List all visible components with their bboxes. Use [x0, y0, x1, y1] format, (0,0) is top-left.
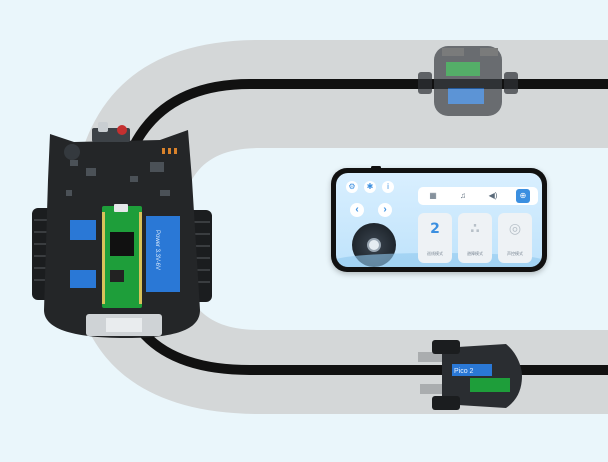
line-mode-icon: 2: [430, 221, 440, 237]
info-icon[interactable]: i: [382, 181, 394, 193]
mode-label: 巡线模式: [427, 251, 443, 256]
mode-card-voice[interactable]: ◎ 声控模式: [498, 213, 532, 263]
joystick-knob[interactable]: [367, 238, 381, 252]
app-screen: ⚙ ✱ i ‹ › ▦ ♫ ◀) ⊕ 2 巡线模式: [336, 173, 542, 267]
mode-label: 声控模式: [507, 251, 523, 256]
power-module: [146, 216, 180, 292]
track-surface: [70, 40, 608, 414]
tab-gamepad-icon[interactable]: ⊕: [516, 189, 530, 203]
app-tab-bar: ▦ ♫ ◀) ⊕: [418, 187, 538, 205]
phone: ⚙ ✱ i ‹ › ▦ ♫ ◀) ⊕ 2 巡线模式: [331, 166, 547, 272]
mode-cards: 2 巡线模式 ∴ 避障模式 ◎ 声控模式: [418, 213, 532, 263]
tab-speaker-icon[interactable]: ◀): [488, 191, 498, 200]
robot-bottom-label: Pico 2: [454, 368, 474, 375]
bluetooth-icon[interactable]: ✱: [364, 181, 376, 193]
robot-top: [418, 46, 518, 116]
mode-label: 避障模式: [467, 251, 483, 256]
mode-card-avoid[interactable]: ∴ 避障模式: [458, 213, 492, 263]
mode-card-line[interactable]: 2 巡线模式: [418, 213, 452, 263]
power-label: Power 3.3V-6V: [154, 230, 160, 270]
pico-board: [102, 206, 142, 308]
back-button[interactable]: ‹: [350, 203, 364, 217]
tab-music-icon[interactable]: ♫: [460, 191, 466, 200]
avoid-mode-icon: ∴: [470, 221, 480, 237]
app-nav: ‹ ›: [350, 203, 392, 217]
tab-grid-icon[interactable]: ▦: [429, 191, 437, 200]
forward-button[interactable]: ›: [378, 203, 392, 217]
settings-icon[interactable]: ⚙: [346, 181, 358, 193]
robot-bottom: Pico 2: [418, 340, 522, 410]
app-top-icons: ⚙ ✱ i: [346, 181, 394, 193]
robot-main: Power 3.3V-6V: [32, 122, 212, 338]
voice-mode-icon: ◎: [508, 221, 522, 237]
sensor-module-left: [70, 220, 96, 240]
